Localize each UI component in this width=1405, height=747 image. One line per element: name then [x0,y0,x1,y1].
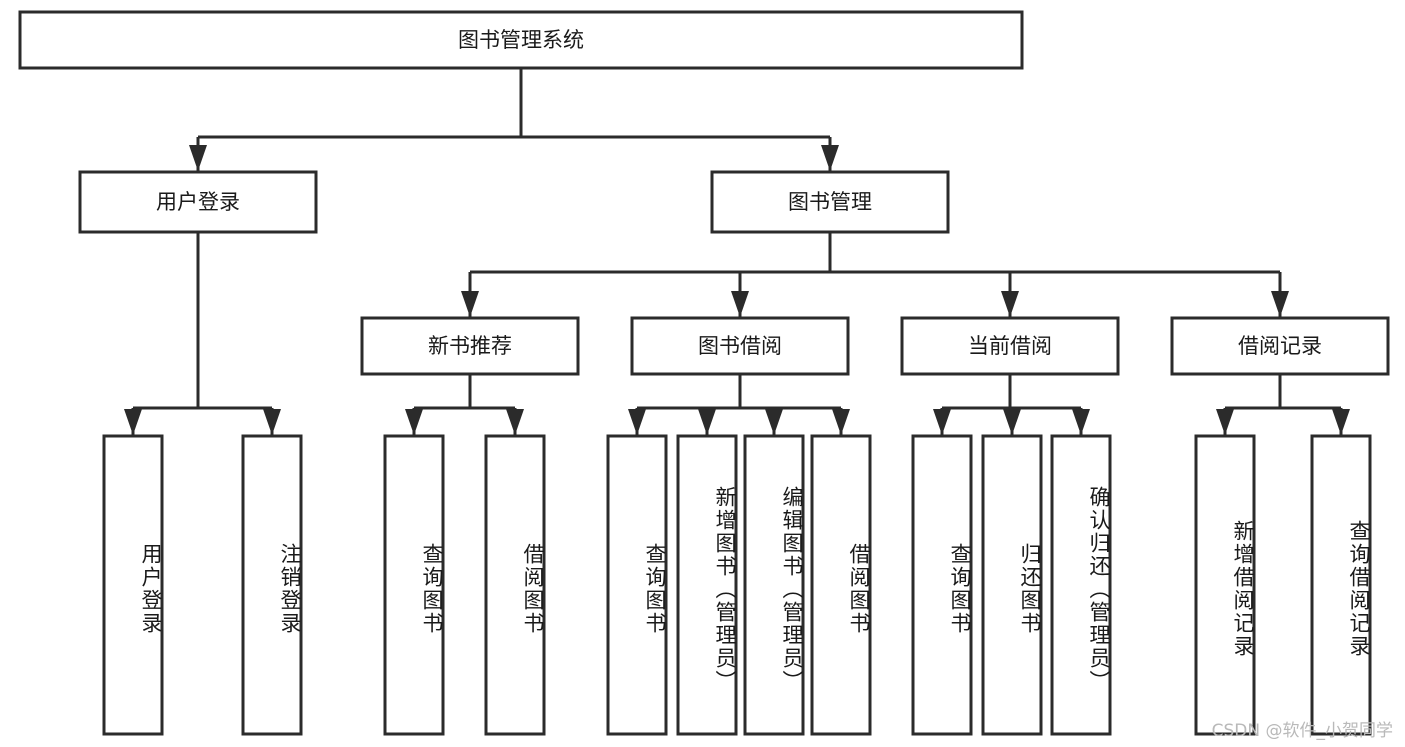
level2-node-label: 新书推荐 [428,334,512,358]
arrow-head-icon [1072,409,1090,435]
level1-node-label: 用户登录 [156,190,240,214]
arrow-head-icon [698,409,716,435]
arrow-head-icon [731,291,749,317]
arrow-head-icon [1003,409,1021,435]
level1-node-label: 图书管理 [788,190,872,214]
level2-node-box[interactable] [630,316,850,376]
level2-node-label: 借阅记录 [1238,334,1322,358]
arrow-head-icon [124,409,142,435]
arrow-head-icon [765,409,783,435]
level1-node-box[interactable] [78,170,318,234]
level2-node-box[interactable] [900,316,1120,376]
level1-node-box[interactable] [710,170,950,234]
leaf-node-box[interactable] [484,434,546,736]
arrow-head-icon [832,409,850,435]
leaf-node-box[interactable] [911,434,973,736]
root-node-box[interactable] [18,10,1024,70]
leaf-node-box[interactable] [383,434,445,736]
leaf-node-box[interactable] [676,434,738,736]
arrow-head-icon [1001,291,1019,317]
level2-node-label: 图书借阅 [698,334,782,358]
leaf-node-box[interactable] [1050,434,1112,736]
arrow-head-icon [1271,291,1289,317]
arrow-head-icon [405,409,423,435]
leaf-node-box[interactable] [1194,434,1256,736]
arrow-head-icon [1216,409,1234,435]
csdn-watermark: CSDN @软件_小贺同学 [1211,721,1393,741]
root-node-label: 图书管理系统 [458,28,584,52]
arrow-head-icon [461,291,479,317]
arrow-head-icon [933,409,951,435]
leaf-node-box[interactable] [810,434,872,736]
arrow-head-icon [1332,409,1350,435]
level2-node-box[interactable] [360,316,580,376]
leaf-node-box[interactable] [241,434,303,736]
node-box-layer [18,10,1390,736]
arrow-head-icon [506,409,524,435]
leaf-node-box[interactable] [102,434,164,736]
connector-layer [124,68,1350,435]
leaf-node-box[interactable] [743,434,805,736]
arrow-head-icon [263,409,281,435]
arrow-head-icon [189,145,207,171]
leaf-node-box[interactable] [981,434,1043,736]
arrow-head-icon [821,145,839,171]
leaf-node-box[interactable] [1310,434,1372,736]
level2-node-label: 当前借阅 [968,334,1052,358]
level2-node-box[interactable] [1170,316,1390,376]
leaf-node-box[interactable] [606,434,668,736]
arrow-head-icon [628,409,646,435]
